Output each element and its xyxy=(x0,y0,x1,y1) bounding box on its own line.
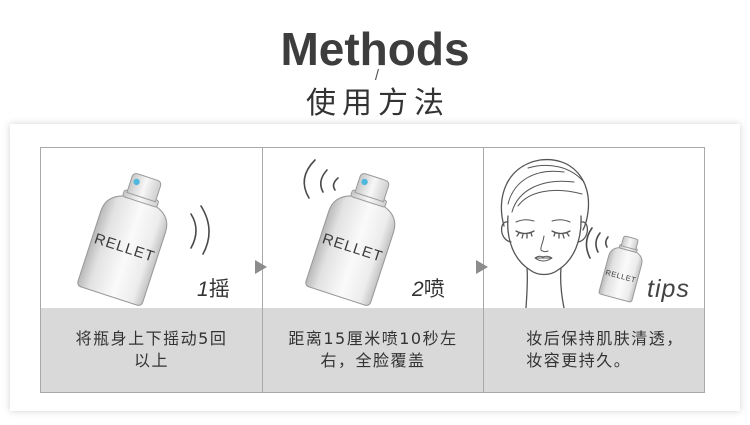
mist-line xyxy=(595,232,601,253)
can-cap xyxy=(620,235,639,251)
title-divider: / xyxy=(374,67,380,84)
hair-strand xyxy=(511,180,575,213)
nozzle-dot xyxy=(361,178,368,186)
description-text: 将瓶身上下摇动5回 以上 xyxy=(76,328,228,372)
left-ear xyxy=(500,221,512,243)
hair-strand xyxy=(507,170,565,205)
left-closed-eye xyxy=(515,230,535,239)
spray-can: RELLET xyxy=(598,235,643,303)
step-description: 将瓶身上下摇动5回 以上 xyxy=(41,308,262,392)
hair-outline xyxy=(500,158,590,231)
right-ear xyxy=(577,221,589,243)
description-text: 妆后保持肌肤清透， 妆容更持久。 xyxy=(504,328,684,372)
nose xyxy=(540,235,549,253)
mouth xyxy=(534,255,553,262)
description-line: 将瓶身上下摇动5回 xyxy=(75,329,228,348)
step-number: 2 xyxy=(412,278,424,301)
step-action: 喷 xyxy=(423,277,445,301)
shake-illustration: RELLET xyxy=(77,173,210,306)
can-body xyxy=(598,247,643,303)
page-title: Methods xyxy=(280,23,470,75)
step-number: 1 xyxy=(197,278,209,301)
description-line: 以上 xyxy=(133,351,169,370)
tips-label: tips xyxy=(647,275,690,303)
motion-line xyxy=(200,205,210,255)
right-eyebrow xyxy=(551,219,571,223)
step-label: tips xyxy=(647,276,690,302)
spray-illustration: RELLET xyxy=(303,159,396,306)
spray-mist-lines xyxy=(585,227,609,259)
step-illustration: RELLET 2喷 xyxy=(263,148,483,308)
face-illustration xyxy=(500,158,590,308)
mist-line xyxy=(303,159,316,199)
page-subtitle: 使用方法 xyxy=(306,86,450,121)
instructions-card: RELLET 1摇 将瓶身上下摇动5回 以上 xyxy=(10,124,740,411)
nozzle-dot xyxy=(133,178,140,186)
left-eyebrow xyxy=(515,219,535,223)
description-line: 右，全脸覆盖 xyxy=(320,351,426,370)
step-label: 2喷 xyxy=(412,276,445,303)
step-label: 1摇 xyxy=(197,276,230,303)
can-body xyxy=(77,195,168,306)
spray-can: RELLET xyxy=(305,173,396,306)
triangle-right-icon xyxy=(476,260,488,274)
step-illustration: RELLET tips xyxy=(484,148,704,308)
description-line: 妆后保持肌肤清透， xyxy=(526,329,684,348)
right-closed-eye xyxy=(551,230,571,239)
description-line: 距离15厘米喷10秒左 xyxy=(288,329,458,348)
mist-line xyxy=(585,227,593,259)
triangle-right-icon xyxy=(255,260,267,274)
can-body xyxy=(305,195,396,306)
description-line: 妆容更持久。 xyxy=(526,351,632,370)
step-spray: RELLET 2喷 距离15厘米喷10秒左 xyxy=(262,148,483,392)
step-illustration: RELLET 1摇 xyxy=(41,148,262,308)
spray-can: RELLET xyxy=(77,173,168,306)
step-shake: RELLET 1摇 将瓶身上下摇动5回 以上 xyxy=(41,148,262,392)
mist-line xyxy=(319,169,328,193)
steps-panel: RELLET 1摇 将瓶身上下摇动5回 以上 xyxy=(40,147,705,393)
hair-strand xyxy=(517,189,583,207)
description-text: 距离15厘米喷10秒左 右，全脸覆盖 xyxy=(288,328,457,372)
shake-motion-lines xyxy=(190,205,210,255)
tips-illustration: RELLET xyxy=(500,158,643,308)
hair-strand xyxy=(527,164,585,183)
face-outline xyxy=(507,215,582,276)
step-description: 距离15厘米喷10秒左 右，全脸覆盖 xyxy=(263,308,483,392)
spray-mist-lines xyxy=(303,159,339,199)
mist-line xyxy=(604,236,609,248)
neck xyxy=(525,267,565,308)
mist-line xyxy=(332,177,339,191)
motion-line xyxy=(190,213,197,249)
step-tips: RELLET tips 妆后保持肌肤清透， xyxy=(483,148,704,392)
step-action: 摇 xyxy=(208,277,230,301)
step-description: 妆后保持肌肤清透， 妆容更持久。 xyxy=(484,308,704,392)
